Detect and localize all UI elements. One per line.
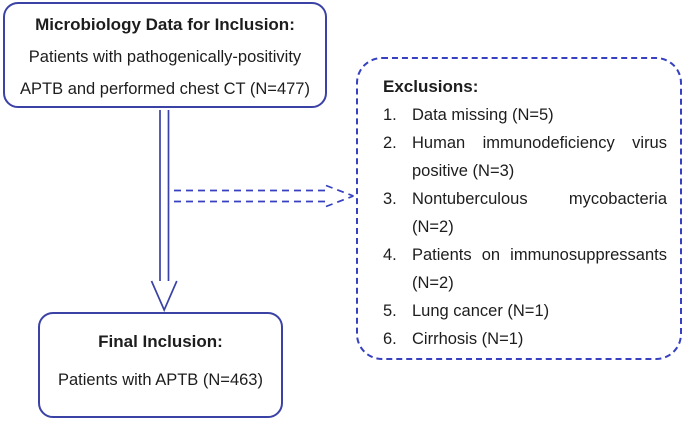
exclusion-item-number: 5. bbox=[383, 302, 397, 320]
exclusion-dashed-arrow bbox=[174, 184, 354, 208]
inclusion-box: Microbiology Data for Inclusion: Patient… bbox=[3, 2, 327, 108]
exclusion-item: 5. Lung cancer (N=1) bbox=[383, 297, 667, 325]
exclusion-item-text: Patients on immunosuppressants (N=2) bbox=[412, 246, 667, 292]
exclusion-item-text: Lung cancer (N=1) bbox=[412, 302, 550, 320]
down-arrow bbox=[150, 110, 178, 313]
exclusion-item-number: 4. bbox=[383, 246, 397, 264]
exclusion-item-text: Cirrhosis (N=1) bbox=[412, 330, 524, 348]
exclusions-box: Exclusions: 1. Data missing (N=5) 2. Hum… bbox=[356, 57, 682, 360]
inclusion-box-line-1: Patients with pathogenically-positivity bbox=[28, 48, 302, 66]
exclusion-item: 6. Cirrhosis (N=1) bbox=[383, 325, 667, 353]
final-inclusion-box-title: Final Inclusion: bbox=[98, 332, 223, 351]
exclusion-item: 1. Data missing (N=5) bbox=[383, 101, 667, 129]
exclusion-item: 3. Nontuberculous mycobacteria (N=2) bbox=[383, 185, 667, 241]
final-inclusion-box-line: Patients with APTB (N=463) bbox=[58, 371, 263, 389]
exclusion-item: 2. Human immunodeficiency virus positive… bbox=[383, 129, 667, 185]
exclusion-item-number: 2. bbox=[383, 134, 397, 152]
exclusion-item-number: 3. bbox=[383, 190, 397, 208]
inclusion-box-title: Microbiology Data for Inclusion: bbox=[35, 15, 295, 34]
exclusion-item-number: 1. bbox=[383, 106, 397, 124]
inclusion-box-line-2: APTB and performed chest CT (N=477) bbox=[20, 80, 310, 98]
exclusion-item: 4. Patients on immunosuppressants (N=2) bbox=[383, 241, 667, 297]
exclusion-item-text: Nontuberculous mycobacteria (N=2) bbox=[412, 190, 667, 236]
exclusion-item-text: Data missing (N=5) bbox=[412, 106, 554, 124]
final-inclusion-box: Final Inclusion: Patients with APTB (N=4… bbox=[38, 312, 283, 418]
exclusion-item-text: Human immunodeficiency virus positive (N… bbox=[412, 134, 667, 180]
exclusion-item-number: 6. bbox=[383, 330, 397, 348]
exclusions-box-title: Exclusions: bbox=[383, 77, 479, 96]
